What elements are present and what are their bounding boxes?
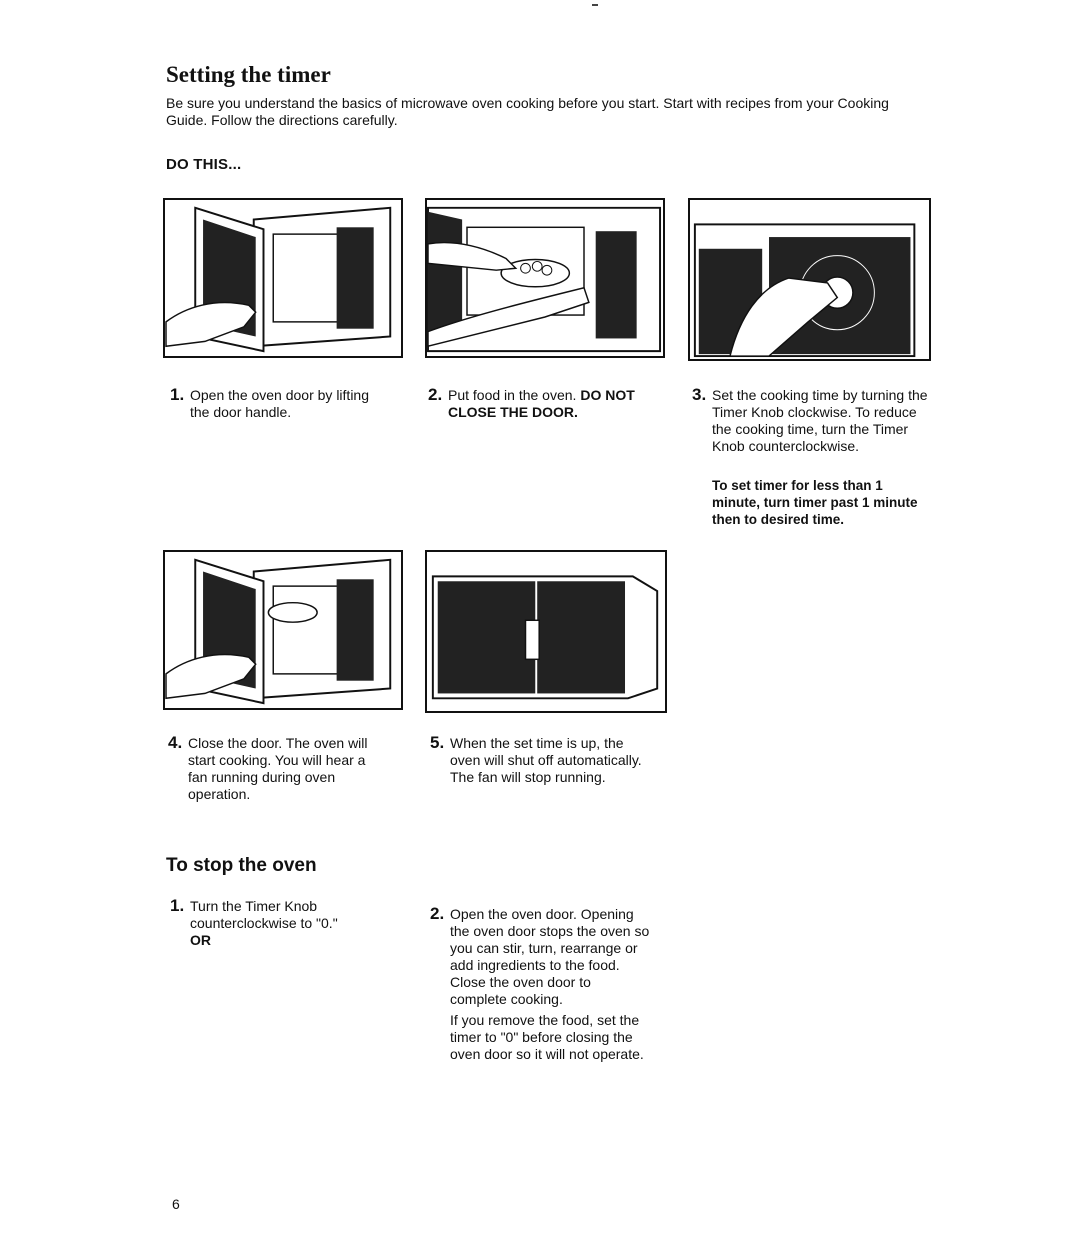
step-number: 1. [170, 896, 185, 915]
do-this-heading: DO THIS... [166, 156, 242, 173]
illustration-closed-oven [425, 550, 667, 713]
illustration-open-door [163, 198, 403, 358]
step-3: 3. Set the cooking time by turning the T… [692, 385, 932, 455]
stop-step-1: 1. Turn the Timer Knob counterclockwise … [170, 896, 390, 949]
step-text: Close the door. The oven will start cook… [188, 735, 368, 802]
scan-mark [592, 4, 598, 6]
step-5: 5. When the set time is up, the oven wil… [430, 733, 645, 786]
illustration-timer-knob [688, 198, 931, 361]
timer-note: To set timer for less than 1 minute, tur… [712, 478, 918, 527]
step-number: 5. [430, 733, 445, 752]
step-number: 4. [168, 733, 183, 752]
step-extra-text: If you remove the food, set the timer to… [450, 1012, 644, 1062]
step-4: 4. Close the door. The oven will start c… [168, 733, 388, 803]
stop-step-2: 2. Open the oven door. Opening the oven … [430, 904, 650, 1063]
illustration-put-food [425, 198, 665, 358]
page-title: Setting the timer [166, 62, 331, 87]
step-warning: DO NOT CLOSE THE DOOR. [448, 387, 635, 420]
page-number: 6 [172, 1196, 180, 1212]
step-number: 2. [430, 904, 445, 923]
stop-heading: To stop the oven [166, 855, 317, 876]
step-number: 3. [692, 385, 707, 404]
step-number: 1. [170, 385, 185, 404]
or-label: OR [190, 932, 211, 948]
step-text: Open the oven door by lifting the door h… [190, 387, 370, 420]
step-1: 1. Open the oven door by lifting the doo… [170, 385, 390, 421]
step-text: When the set time is up, the oven will s… [450, 735, 642, 785]
step-text: Open the oven door. Opening the oven doo… [450, 906, 650, 1007]
step-number: 2. [428, 385, 443, 404]
step-text: Set the cooking time by turning the Time… [712, 387, 928, 454]
intro-paragraph: Be sure you understand the basics of mic… [166, 95, 889, 128]
illustration-close-door [163, 550, 403, 710]
step-text: Put food in the oven. [448, 387, 577, 403]
step-text: Turn the Timer Knob counterclockwise to … [190, 898, 338, 931]
step-2: 2. Put food in the oven. DO NOT CLOSE TH… [428, 385, 643, 421]
